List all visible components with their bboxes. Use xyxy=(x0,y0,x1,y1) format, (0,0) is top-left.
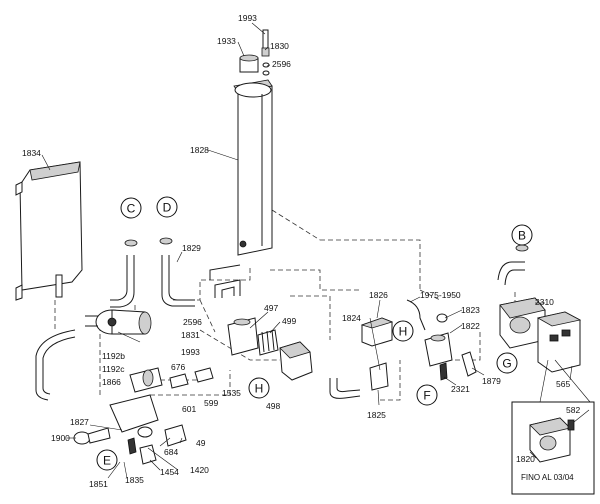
label-601: 601 xyxy=(182,404,196,414)
label-1535: 1535 xyxy=(222,388,241,398)
label-49: 49 xyxy=(196,438,206,448)
label-676: 676 xyxy=(171,362,185,372)
expansion-vessel xyxy=(15,161,83,301)
label-497: 497 xyxy=(264,303,278,313)
label-1879: 1879 xyxy=(482,376,501,386)
tank-top-cap xyxy=(239,54,259,73)
label-1822: 1822 xyxy=(461,321,480,331)
callout-b: B xyxy=(511,224,533,246)
label-1827: 1827 xyxy=(70,417,89,427)
svg-text:F: F xyxy=(423,389,430,403)
svg-text:E: E xyxy=(103,454,111,468)
label-1454: 1454 xyxy=(160,467,179,477)
callout-h-left: H xyxy=(248,377,270,399)
leader-lines xyxy=(41,22,590,479)
label-582: 582 xyxy=(566,405,580,415)
water-valve-assembly xyxy=(406,299,477,381)
label-499: 499 xyxy=(282,316,296,326)
label-2596-top: 2596 xyxy=(272,59,291,69)
callout-e: E xyxy=(96,449,118,471)
return-pipe-left xyxy=(35,329,76,401)
inset-caption: FINO AL 03/04 xyxy=(521,473,574,482)
pipe-d xyxy=(159,237,195,307)
control-board xyxy=(536,311,582,373)
label-2321: 2321 xyxy=(451,384,470,394)
svg-text:C: C xyxy=(127,202,136,216)
label-1830: 1830 xyxy=(270,41,289,51)
callout-g: G xyxy=(496,352,518,374)
svg-text:G: G xyxy=(502,357,511,371)
label-2596-mid: 2596 xyxy=(183,317,202,327)
label-1975: 1975-1950 xyxy=(420,290,461,300)
svg-text:H: H xyxy=(399,325,408,339)
label-1826: 1826 xyxy=(369,290,388,300)
label-1828: 1828 xyxy=(190,145,209,155)
label-2310: 2310 xyxy=(535,297,554,307)
label-1192b: 1192b xyxy=(102,351,125,361)
label-1834: 1834 xyxy=(22,148,41,158)
callout-c: C xyxy=(120,197,142,219)
callout-f: F xyxy=(416,384,438,406)
svg-text:H: H xyxy=(255,382,264,396)
label-1829: 1829 xyxy=(182,243,201,253)
label-1831: 1831 xyxy=(181,330,200,340)
circulation-pump xyxy=(85,309,152,335)
callout-d: D xyxy=(156,196,178,218)
diverter-motor xyxy=(279,341,313,381)
label-1993-mid: 1993 xyxy=(181,347,200,357)
callout-h-right: H xyxy=(392,320,414,342)
label-1993-top: 1993 xyxy=(238,13,257,23)
svg-text:D: D xyxy=(163,201,172,215)
label-1851: 1851 xyxy=(89,479,108,489)
label-1900: 1900 xyxy=(51,433,70,443)
label-498: 498 xyxy=(266,401,280,411)
label-1825: 1825 xyxy=(367,410,386,420)
label-1823: 1823 xyxy=(461,305,480,315)
pipe-c xyxy=(110,239,138,308)
label-1866: 1866 xyxy=(102,377,121,387)
label-565: 565 xyxy=(556,379,570,389)
flow-switch-assembly xyxy=(329,317,394,399)
hydraulic-group xyxy=(73,367,214,465)
label-1420: 1420 xyxy=(190,465,209,475)
part-labels: 1993 1933 1830 2596 1828 1834 1829 497 4… xyxy=(22,13,580,489)
svg-text:B: B xyxy=(518,229,526,243)
label-1824: 1824 xyxy=(342,313,361,323)
label-599: 599 xyxy=(204,398,218,408)
label-1835: 1835 xyxy=(125,475,144,485)
gas-valve xyxy=(497,244,546,349)
inset-box xyxy=(511,359,595,495)
label-684: 684 xyxy=(164,447,178,457)
label-1933: 1933 xyxy=(217,36,236,46)
heat-exchanger-tank xyxy=(233,79,273,256)
probe-top xyxy=(261,29,270,76)
label-1820: 1820 xyxy=(516,454,535,464)
diverter-valve xyxy=(209,264,279,356)
label-1192c: 1192c xyxy=(102,364,125,374)
